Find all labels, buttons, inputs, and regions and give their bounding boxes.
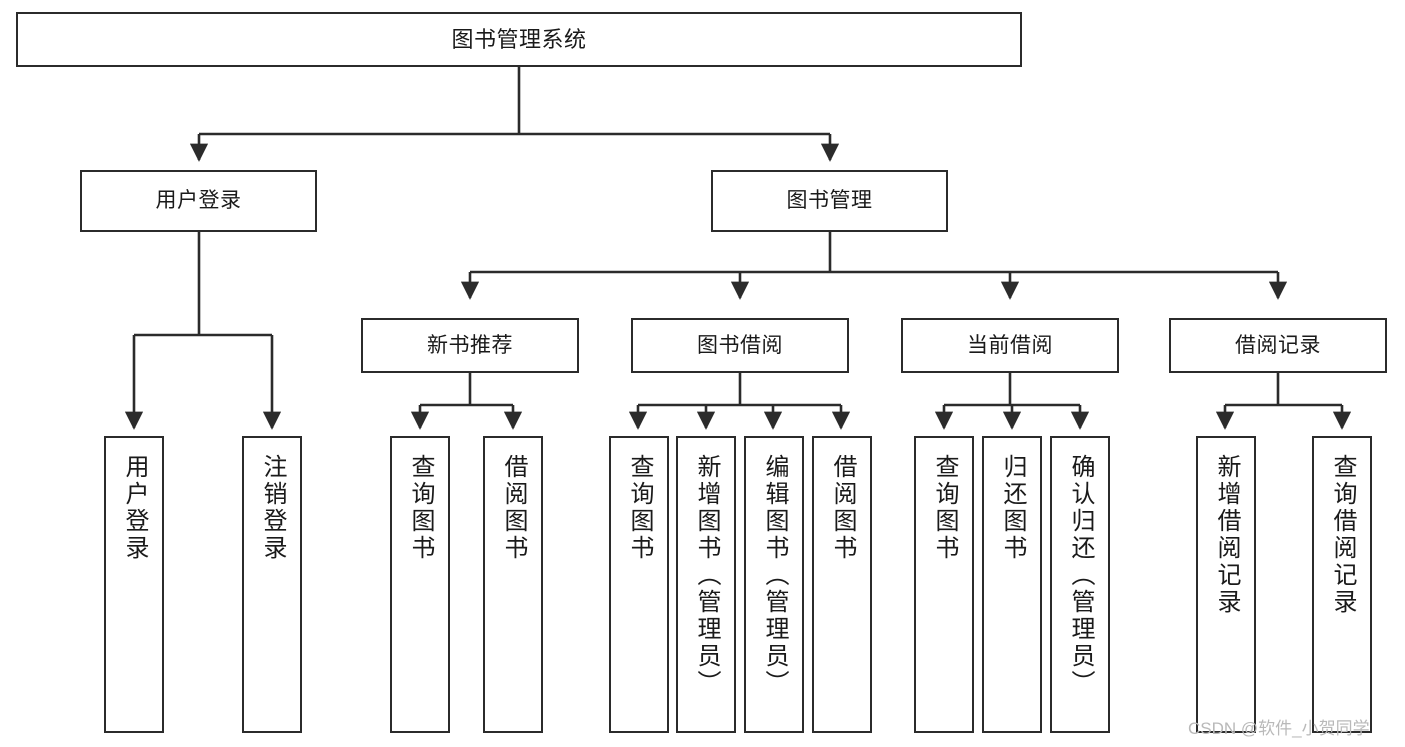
- node-new-book-recommend[interactable]: 新书推荐: [361, 318, 579, 373]
- node-label: 查询图书: [931, 454, 958, 562]
- leaf-user-logout[interactable]: 注销登录: [242, 436, 302, 733]
- leaf-current-query-book[interactable]: 查询图书: [914, 436, 974, 733]
- node-label: 借阅记录: [1235, 333, 1321, 357]
- leaf-record-add-borrow-record[interactable]: 新增借阅记录: [1196, 436, 1256, 733]
- leaf-record-query-borrow-record[interactable]: 查询借阅记录: [1312, 436, 1372, 733]
- node-label: 归还图书: [999, 454, 1026, 562]
- leaf-recommend-query-book[interactable]: 查询图书: [390, 436, 450, 733]
- leaf-borrow-query-book[interactable]: 查询图书: [609, 436, 669, 733]
- node-label: 图书借阅: [697, 333, 783, 357]
- node-label: 新增借阅记录: [1213, 454, 1240, 616]
- leaf-borrow-borrow-book[interactable]: 借阅图书: [812, 436, 872, 733]
- leaf-current-confirm-return-admin[interactable]: 确认归还（管理员）: [1050, 436, 1110, 733]
- node-label: 确认归还（管理员）: [1067, 454, 1094, 697]
- node-label: 新书推荐: [427, 333, 513, 357]
- node-label: 借阅图书: [829, 454, 856, 562]
- node-label: 编辑图书（管理员）: [761, 454, 788, 697]
- node-borrow-record[interactable]: 借阅记录: [1169, 318, 1387, 373]
- leaf-current-return-book[interactable]: 归还图书: [982, 436, 1042, 733]
- node-label: 图书管理: [786, 189, 873, 213]
- leaf-borrow-edit-book-admin[interactable]: 编辑图书（管理员）: [744, 436, 804, 733]
- node-label: 新增图书（管理员）: [693, 454, 720, 697]
- node-book-borrow[interactable]: 图书借阅: [631, 318, 849, 373]
- node-user-login[interactable]: 用户登录: [80, 170, 317, 232]
- csdn-watermark: CSDN @软件_小贺同学: [1188, 719, 1370, 738]
- node-book-manage[interactable]: 图书管理: [711, 170, 948, 232]
- node-label: 图书管理系统: [451, 26, 587, 52]
- node-current-borrow[interactable]: 当前借阅: [901, 318, 1119, 373]
- node-label: 查询图书: [407, 454, 434, 562]
- node-root-book-management-system[interactable]: 图书管理系统: [16, 12, 1022, 67]
- node-label: 借阅图书: [500, 454, 527, 562]
- node-label: 当前借阅: [967, 333, 1053, 357]
- leaf-recommend-borrow-book[interactable]: 借阅图书: [483, 436, 543, 733]
- node-label: 查询借阅记录: [1329, 454, 1356, 616]
- node-label: 查询图书: [626, 454, 653, 562]
- node-label: 用户登录: [155, 189, 242, 213]
- leaf-borrow-add-book-admin[interactable]: 新增图书（管理员）: [676, 436, 736, 733]
- leaf-user-login[interactable]: 用户登录: [104, 436, 164, 733]
- node-label: 注销登录: [259, 454, 286, 562]
- node-label: 用户登录: [121, 454, 148, 562]
